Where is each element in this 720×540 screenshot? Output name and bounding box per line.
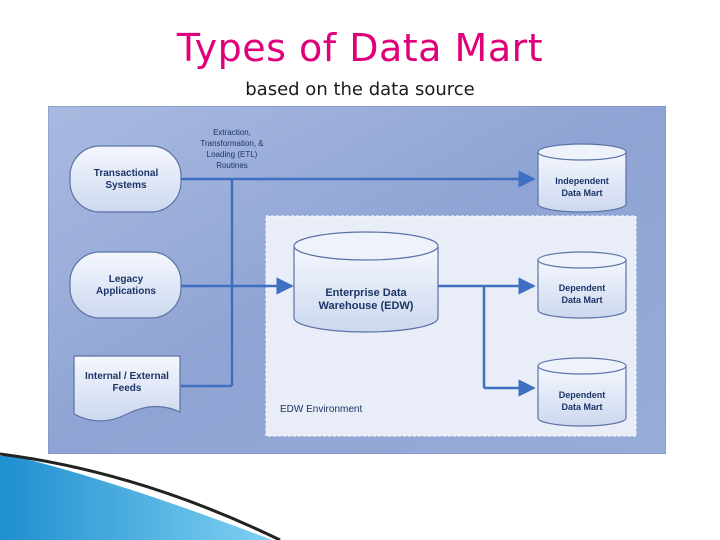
edw-cylinder-body	[293, 246, 439, 333]
document-shape	[73, 355, 181, 422]
source-label: Transactional	[94, 168, 159, 179]
source-label: Systems	[105, 180, 147, 191]
mart-cylinder-top	[537, 143, 627, 161]
source-shape	[69, 251, 182, 319]
page-title: Types of Data Mart	[176, 26, 544, 70]
edw-label: Enterprise Data	[325, 287, 407, 299]
etl-label-line: Loading (ETL)	[207, 150, 258, 159]
source-label: Applications	[96, 286, 156, 297]
edw-environment-label: EDW Environment	[280, 404, 362, 415]
mart-cylinder-top	[537, 251, 627, 269]
connectors	[181, 170, 536, 397]
edw-label: Warehouse (EDW)	[319, 300, 414, 312]
mart-cylinder-body	[537, 152, 627, 213]
mart-cylinder-body	[537, 260, 627, 319]
swoosh-dark-stroke	[0, 452, 281, 540]
etl-label: Extraction, Transformation, & Loading (E…	[200, 128, 264, 170]
dependent-data-mart: Dependent Data Mart	[537, 251, 627, 319]
mart-label: Dependent	[559, 390, 606, 400]
independent-data-mart: Independent Data Mart	[537, 143, 627, 213]
mart-cylinder-top	[537, 357, 627, 375]
source-internal-external-feeds: Internal / External Feeds	[73, 355, 181, 422]
mart-label: Data Mart	[561, 188, 602, 198]
etl-label-line: Transformation, &	[200, 139, 264, 148]
decorative-swoosh	[0, 452, 281, 540]
source-shape	[69, 145, 182, 213]
mart-label: Independent	[555, 176, 609, 186]
page-subtitle: based on the data source	[245, 79, 475, 100]
mart-label: Dependent	[559, 283, 606, 293]
dependent-data-mart: Dependent Data Mart	[537, 357, 627, 427]
enterprise-data-warehouse: Enterprise Data Warehouse (EDW)	[293, 231, 439, 333]
etl-label-line: Extraction,	[213, 128, 251, 137]
source-label: Feeds	[113, 383, 142, 394]
source-transactional-systems: Transactional Systems	[69, 145, 182, 213]
source-label: Legacy	[109, 274, 144, 285]
etl-label-line: Routines	[216, 161, 248, 170]
edw-cylinder-top	[293, 231, 439, 261]
mart-label: Data Mart	[561, 402, 602, 412]
swoosh-blue	[0, 456, 272, 540]
mart-cylinder-body	[537, 366, 627, 427]
source-legacy-applications: Legacy Applications	[69, 251, 182, 319]
data-mart-diagram: EDW Environment Extraction, Transformati…	[48, 106, 666, 454]
source-label: Internal / External	[85, 371, 169, 382]
mart-label: Data Mart	[561, 295, 602, 305]
